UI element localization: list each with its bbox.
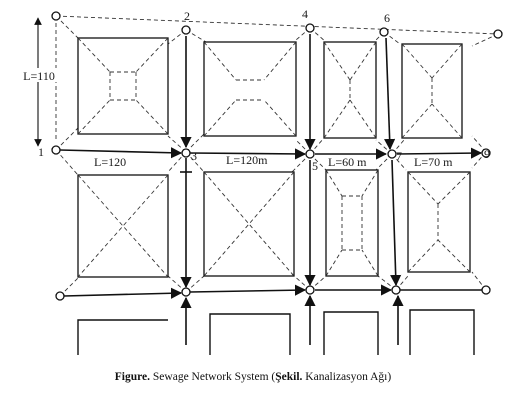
manhole-9 bbox=[481, 148, 491, 158]
manholes bbox=[51, 11, 503, 301]
pipe-label-3-5: L=120m bbox=[226, 153, 268, 167]
street-outlines bbox=[77, 309, 475, 355]
manhole-1 bbox=[51, 145, 61, 155]
manhole-bottom-left bbox=[55, 291, 65, 301]
manhole-2 bbox=[181, 25, 191, 35]
node-label-9: 9 bbox=[484, 147, 490, 161]
pipe-length-labels: L=120 L=120m L=60 m L=70 m bbox=[94, 153, 453, 169]
caption-local-prefix: Şekil. bbox=[275, 371, 303, 383]
manhole-bottom-right bbox=[481, 285, 491, 295]
manhole-top-left bbox=[51, 11, 61, 21]
sewer-pipes bbox=[59, 34, 483, 345]
block-lower-4 bbox=[407, 171, 471, 273]
caption-local-title: Kanalizasyon Ağı bbox=[305, 371, 388, 383]
manhole-4 bbox=[305, 23, 315, 33]
block-upper-3 bbox=[323, 41, 377, 139]
node-label-5: 5 bbox=[312, 159, 318, 173]
manhole-3 bbox=[181, 148, 191, 158]
node-label-3: 3 bbox=[191, 149, 197, 163]
node-label-4: 4 bbox=[302, 7, 308, 21]
block-upper-2 bbox=[203, 41, 297, 137]
node-label-1: 1 bbox=[38, 145, 44, 159]
manhole-7 bbox=[387, 149, 397, 159]
side-length-label: L=110 bbox=[23, 69, 55, 83]
caption-prefix: Figure. bbox=[114, 371, 151, 383]
block-lower-3 bbox=[325, 169, 379, 277]
manhole-6 bbox=[379, 27, 389, 37]
node-label-6: 6 bbox=[384, 11, 390, 25]
pipe-label-7-9: L=70 m bbox=[414, 155, 453, 169]
manhole-5 bbox=[305, 149, 315, 159]
figure-caption: Figure. Sewage Network System (Şekil. Ka… bbox=[114, 371, 392, 383]
block-upper-4 bbox=[401, 43, 463, 139]
pipe-label-5-7: L=60 m bbox=[328, 155, 367, 169]
pipe-label-1-3: L=120 bbox=[94, 155, 126, 169]
node-labels: 1 2 3 4 5 6 7 9 bbox=[38, 7, 490, 173]
manhole-top-right bbox=[493, 29, 503, 39]
manhole-bottom-7 bbox=[391, 285, 401, 295]
manhole-bottom-3 bbox=[181, 287, 191, 297]
node-label-2: 2 bbox=[184, 9, 190, 23]
block-upper-1 bbox=[77, 37, 169, 135]
block-lower-1 bbox=[77, 174, 169, 278]
manhole-bottom-5 bbox=[305, 285, 315, 295]
dimension-arrow-l110 bbox=[18, 17, 60, 147]
node-label-7: 7 bbox=[396, 149, 402, 163]
caption-title: Sewage Network System bbox=[152, 371, 269, 383]
block-lower-2 bbox=[203, 171, 295, 277]
